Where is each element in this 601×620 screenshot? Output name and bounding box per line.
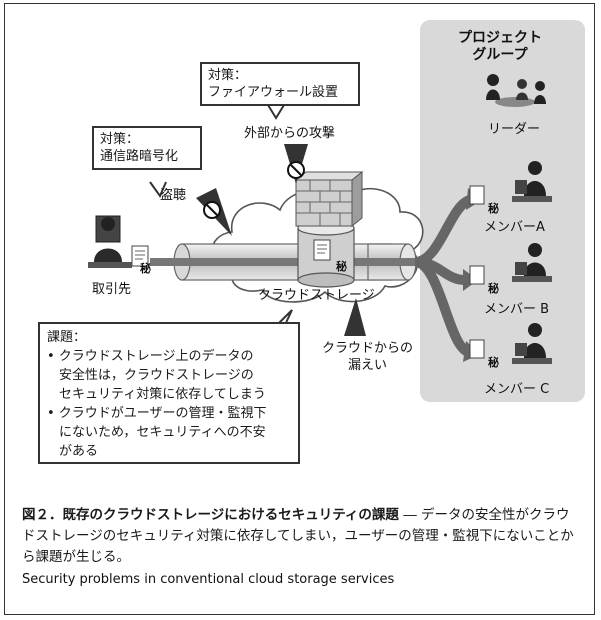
external-attack-threat bbox=[284, 144, 308, 184]
cloud-leak-label: クラウドからの 漏えい bbox=[322, 340, 413, 374]
client-person-icon bbox=[88, 215, 132, 268]
leader-label: リーダー bbox=[488, 122, 541, 137]
cloud-leak-label-line2: 漏えい bbox=[348, 358, 388, 373]
project-group-title-line1: プロジェクト bbox=[458, 30, 542, 46]
caption-title: 図２．既存のクラウドストレージにおけるセキュリティの課題 bbox=[22, 507, 399, 523]
cloud-leak-label-line1: クラウドからの bbox=[322, 341, 414, 356]
secret-mark-member-a: 秘 bbox=[488, 202, 499, 215]
issue-1-line-2: 安全性は，クラウドストレージの bbox=[59, 368, 254, 383]
firewall-measure-heading: 対策： bbox=[208, 68, 248, 83]
secret-document-cloud bbox=[313, 239, 331, 261]
encryption-callout-pointer bbox=[149, 181, 167, 199]
issue-1-line-1: • クラウドストレージ上のデータの bbox=[47, 349, 254, 364]
project-group-title-line2: グループ bbox=[472, 47, 528, 63]
project-group-panel bbox=[420, 20, 585, 402]
caption-english: Security problems in conventional cloud … bbox=[22, 572, 395, 587]
encryption-measure-box: 対策： 通信路暗号化 bbox=[92, 126, 202, 170]
firewall-callout-pointer bbox=[267, 104, 285, 120]
member-c-icon bbox=[512, 323, 552, 364]
issue-2-line-1: • クラウドがユーザーの管理・監視下 bbox=[47, 406, 267, 421]
member-b-label: メンバー B bbox=[484, 302, 550, 317]
encrypted-pipe bbox=[150, 243, 430, 281]
secret-mark-client: 秘 bbox=[140, 262, 151, 275]
caption-body: ― データの安全性がクラウドストレージのセキュリティ対策に依存してしまい，ユーザ… bbox=[22, 507, 574, 565]
issue-2-line-3: がある bbox=[59, 444, 99, 459]
issue-2-line-2: にないため，セキュリティへの不安 bbox=[59, 425, 266, 440]
issue-1-line-3: セキュリティ対策に依存してしまう bbox=[59, 387, 266, 402]
secret-mark-cloud: 秘 bbox=[336, 260, 347, 273]
member-b-icon bbox=[512, 243, 552, 282]
figure-caption: 図２．既存のクラウドストレージにおけるセキュリティの課題 ― データの安全性がク… bbox=[22, 505, 582, 568]
encryption-measure-heading: 対策： bbox=[100, 132, 140, 147]
cloud-storage-label: クラウドストレージ bbox=[258, 288, 375, 303]
firewall-measure-text: ファイアウォール設置 bbox=[208, 85, 339, 100]
eavesdrop-label: 盗聴 bbox=[160, 188, 187, 203]
issues-box: 課題： • クラウドストレージ上のデータの 安全性は，クラウドストレージの セキ… bbox=[38, 322, 300, 464]
secret-document-client bbox=[131, 245, 149, 267]
member-a-label: メンバーA bbox=[484, 220, 545, 235]
external-attack-label: 外部からの攻撃 bbox=[244, 126, 336, 141]
client-label: 取引先 bbox=[92, 282, 132, 297]
secret-mark-member-c: 秘 bbox=[488, 356, 499, 369]
member-a-icon bbox=[512, 161, 552, 202]
secret-mark-member-b: 秘 bbox=[488, 282, 499, 295]
member-c-label: メンバー C bbox=[484, 382, 550, 397]
firewall-measure-box: 対策： ファイアウォール設置 bbox=[200, 62, 360, 106]
cloud-leak-threat bbox=[344, 298, 366, 336]
issues-heading: 課題： bbox=[47, 330, 87, 345]
firewall-wall bbox=[294, 170, 364, 228]
eavesdrop-threat bbox=[196, 188, 232, 236]
leader-meeting-icon bbox=[486, 74, 546, 107]
project-group-title: プロジェクト グループ bbox=[440, 30, 560, 64]
member-documents bbox=[469, 185, 485, 359]
encryption-measure-text: 通信路暗号化 bbox=[100, 149, 179, 164]
